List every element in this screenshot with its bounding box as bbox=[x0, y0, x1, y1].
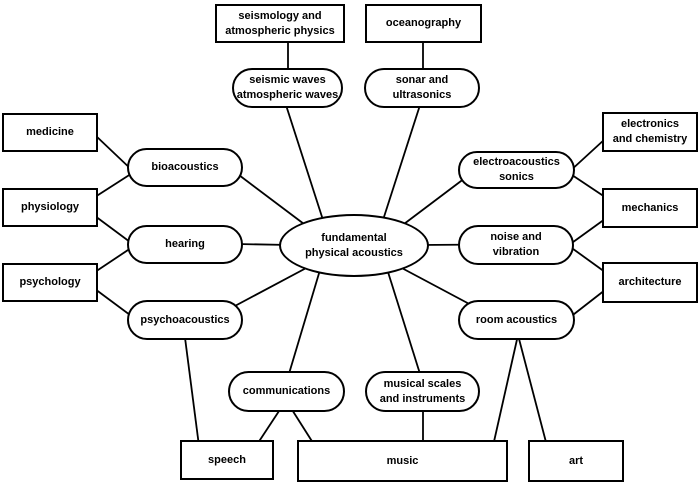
node-architecture: architecture bbox=[602, 262, 698, 303]
node-sonar-ultrasonics-label-line-1: sonar and bbox=[395, 74, 449, 86]
node-psychoacoustics: psychoacoustics bbox=[127, 300, 243, 340]
node-psychology-label-line-1: psychology bbox=[19, 276, 81, 288]
node-center-label-line-1: fundamental bbox=[321, 231, 387, 244]
node-communications-label-line-1: communications bbox=[242, 385, 331, 397]
node-oceanography: oceanography bbox=[365, 4, 482, 43]
node-seismology-label-line-1: seismology and bbox=[238, 9, 322, 22]
node-hearing-label-line-1: hearing bbox=[165, 238, 205, 250]
node-bioacoustics: bioacoustics bbox=[127, 148, 243, 187]
node-mechanics-label-line-1: mechanics bbox=[621, 201, 679, 214]
node-seismic-waves-label-line-2: atmospheric waves bbox=[236, 89, 339, 101]
node-seismology-label-line-2: atmospheric physics bbox=[225, 24, 335, 37]
node-art: art bbox=[528, 440, 624, 482]
node-communications: communications bbox=[228, 371, 345, 412]
node-musical-scales: musical scales and instruments bbox=[365, 371, 480, 412]
node-music: music bbox=[297, 440, 508, 482]
node-physiology: physiology bbox=[2, 188, 98, 227]
node-music-label-line-1: music bbox=[386, 454, 419, 467]
node-seismology: seismology and atmospheric physics bbox=[215, 4, 345, 43]
edge-architecture-to-noise-vibration bbox=[568, 245, 606, 273]
node-seismic-waves-label-line-1: seismic waves bbox=[249, 74, 326, 86]
node-speech-label-line-1: speech bbox=[208, 453, 246, 466]
node-noise-vibration-label-line-2: vibration bbox=[492, 246, 540, 258]
node-noise-vibration-label-line-1: noise and bbox=[490, 231, 542, 243]
node-architecture-label-line-1: architecture bbox=[618, 276, 682, 288]
edge-sonar-ultrasonics-to-center bbox=[382, 101, 422, 221]
edge-seismic-waves-to-center bbox=[284, 101, 324, 221]
node-speech: speech bbox=[180, 440, 274, 480]
edge-room-acoustics-to-music bbox=[492, 334, 519, 447]
node-center: fundamental physical acoustics bbox=[279, 214, 429, 277]
node-sonar-ultrasonics: sonar and ultrasonics bbox=[364, 68, 480, 108]
node-room-acoustics-label-line-1: room acoustics bbox=[475, 313, 558, 326]
edge-musical-scales-to-center bbox=[387, 271, 422, 378]
node-electroacoustics-label-line-2: sonics bbox=[499, 171, 534, 183]
edge-mechanics-to-noise-vibration bbox=[568, 218, 606, 246]
node-bioacoustics-label-line-1: bioacoustics bbox=[151, 161, 219, 173]
node-art-label-line-1: art bbox=[568, 454, 584, 467]
node-hearing: hearing bbox=[127, 225, 243, 264]
edge-room-acoustics-to-art bbox=[517, 334, 548, 447]
edge-psychoacoustics-to-speech bbox=[183, 329, 200, 447]
edge-bioacoustics-to-center bbox=[234, 171, 309, 228]
node-sonar-ultrasonics-label-line-2: ultrasonics bbox=[392, 89, 452, 101]
node-psychology: psychology bbox=[2, 263, 98, 302]
node-noise-vibration: noise and vibration bbox=[458, 225, 574, 265]
edge-mechanics-to-electroacoustics bbox=[568, 172, 606, 198]
node-electronics-chemistry-label-line-1: electronics bbox=[620, 118, 680, 130]
edge-room-acoustics-to-center bbox=[397, 265, 476, 308]
node-electronics-chemistry: electronics and chemistry bbox=[602, 112, 698, 152]
node-electronics-chemistry-label-line-2: and chemistry bbox=[612, 133, 688, 145]
node-physiology-label-line-1: physiology bbox=[20, 201, 80, 213]
edge-communications-to-center bbox=[287, 269, 321, 378]
node-psychoacoustics-label-line-1: psychoacoustics bbox=[140, 313, 230, 326]
edge-electronics-chemistry-to-electroacoustics bbox=[568, 138, 606, 173]
edge-psychoacoustics-to-center bbox=[232, 265, 311, 308]
node-musical-scales-label-line-1: musical scales bbox=[383, 377, 462, 390]
node-room-acoustics: room acoustics bbox=[458, 300, 575, 340]
node-musical-scales-label-line-2: and instruments bbox=[379, 392, 466, 405]
node-electroacoustics: electroacoustics sonics bbox=[458, 151, 575, 189]
node-medicine: medicine bbox=[2, 113, 98, 152]
node-seismic-waves: seismic waves atmospheric waves bbox=[232, 68, 343, 108]
edge-physiology-to-bioacoustics bbox=[94, 171, 135, 198]
node-mechanics: mechanics bbox=[602, 188, 698, 228]
node-center-label-line-2: physical acoustics bbox=[305, 246, 403, 259]
edge-architecture-to-room-acoustics bbox=[568, 289, 606, 319]
node-electroacoustics-label-line-1: electroacoustics bbox=[473, 156, 560, 168]
node-oceanography-label-line-1: oceanography bbox=[385, 17, 462, 29]
node-medicine-label-line-1: medicine bbox=[26, 126, 74, 138]
